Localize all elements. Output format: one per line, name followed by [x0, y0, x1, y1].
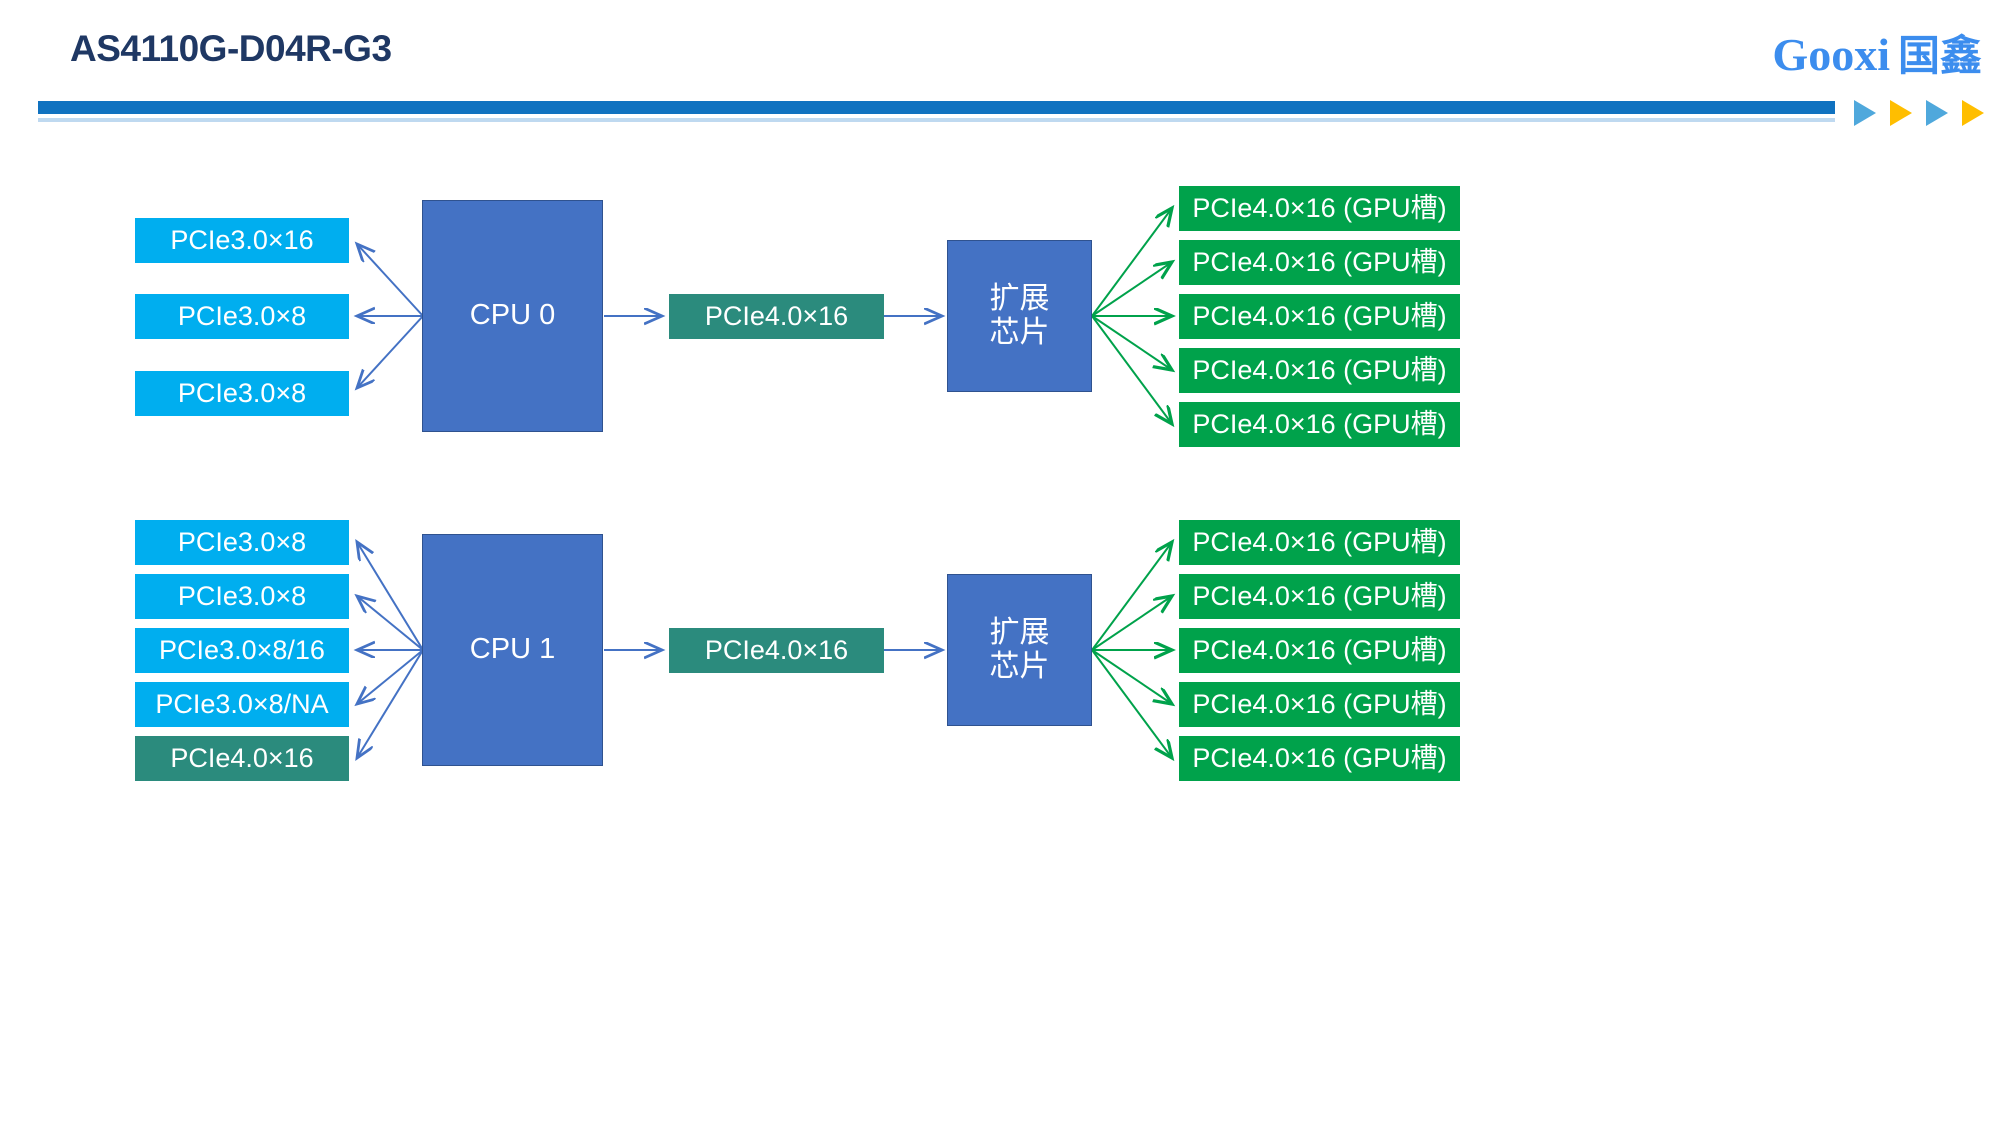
page-title: AS4110G-D04R-G3	[70, 28, 392, 69]
cpu1-slot-3[interactable]: PCIe3.0×8/16	[135, 628, 349, 673]
cpu0-slot-3[interactable]: PCIe3.0×8	[135, 371, 349, 416]
cpu1-gpu-slot-5[interactable]: PCIe4.0×16 (GPU槽)	[1179, 736, 1460, 781]
cpu1-slot-5[interactable]: PCIe4.0×16	[135, 736, 349, 781]
cpu0-chip-label-line1: 扩展	[989, 281, 1050, 315]
cpu0-uplink-block[interactable]: PCIe4.0×16	[669, 294, 884, 339]
cpu1-slot-2[interactable]: PCIe3.0×8	[135, 574, 349, 619]
brand-name-latin: Gooxi	[1772, 29, 1890, 80]
pcie-topology-diagram: PCIe3.0×16 PCIe3.0×8 PCIe3.0×8 CPU 0 PCI…	[0, 130, 2004, 1127]
diagram-connectors	[0, 130, 2004, 1127]
cpu1-slot-4[interactable]: PCIe3.0×8/NA	[135, 682, 349, 727]
cpu1-slot-1[interactable]: PCIe3.0×8	[135, 520, 349, 565]
cpu0-slot-1[interactable]: PCIe3.0×16	[135, 218, 349, 263]
cpu0-gpu-slot-4[interactable]: PCIe4.0×16 (GPU槽)	[1179, 348, 1460, 393]
brand-name-chinese: 国鑫	[1897, 31, 1982, 80]
cpu0-expansion-chip[interactable]: 扩展 芯片	[947, 240, 1092, 392]
cpu0-gpu-slot-5[interactable]: PCIe4.0×16 (GPU槽)	[1179, 402, 1460, 447]
header-divider-bar	[38, 101, 1835, 114]
cpu0-block[interactable]: CPU 0	[422, 200, 603, 432]
triangle-marker-2	[1890, 100, 1912, 126]
triangle-marker-4	[1962, 100, 1984, 126]
cpu1-gpu-slot-1[interactable]: PCIe4.0×16 (GPU槽)	[1179, 520, 1460, 565]
cpu1-gpu-slot-3[interactable]: PCIe4.0×16 (GPU槽)	[1179, 628, 1460, 673]
cpu0-gpu-slot-3[interactable]: PCIe4.0×16 (GPU槽)	[1179, 294, 1460, 339]
cpu1-gpu-connectors	[1091, 542, 1172, 758]
cpu0-gpu-slot-2[interactable]: PCIe4.0×16 (GPU槽)	[1179, 240, 1460, 285]
cpu0-left-connectors	[357, 244, 424, 388]
cpu1-gpu-slot-4[interactable]: PCIe4.0×16 (GPU槽)	[1179, 682, 1460, 727]
cpu0-slot-2[interactable]: PCIe3.0×8	[135, 294, 349, 339]
cpu0-gpu-connectors	[1091, 208, 1172, 424]
triangle-marker-1	[1854, 100, 1876, 126]
triangle-marker-3	[1926, 100, 1948, 126]
cpu1-chip-label-line1: 扩展	[989, 615, 1050, 649]
cpu1-gpu-slot-2[interactable]: PCIe4.0×16 (GPU槽)	[1179, 574, 1460, 619]
cpu1-left-connectors	[357, 542, 424, 758]
cpu0-chip-label-line2: 芯片	[989, 316, 1050, 349]
cpu1-expansion-chip[interactable]: 扩展 芯片	[947, 574, 1092, 726]
header-divider-thin	[38, 118, 1835, 122]
cpu1-uplink-block[interactable]: PCIe4.0×16	[669, 628, 884, 673]
cpu1-chip-label-line2: 芯片	[989, 650, 1050, 683]
cpu0-gpu-slot-1[interactable]: PCIe4.0×16 (GPU槽)	[1179, 186, 1460, 231]
cpu1-block[interactable]: CPU 1	[422, 534, 603, 766]
